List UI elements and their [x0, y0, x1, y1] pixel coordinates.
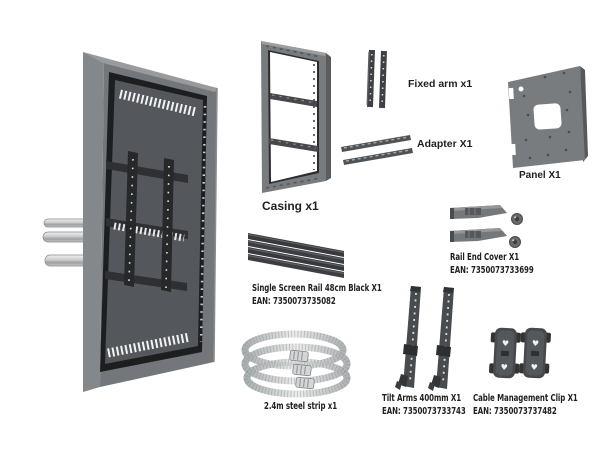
tilt-arms-name: Tilt Arms 400mm X1 — [382, 393, 462, 404]
tilt-arms-label: Tilt Arms 400mm X1 EAN: 7350073733743 — [382, 392, 466, 418]
single-screen-rail-name: Single Screen Rail 48cm Black X1 — [252, 283, 382, 294]
rail-end-cover-name: Rail End Cover X1 — [450, 252, 520, 263]
casing-label: Casing x1 — [262, 199, 319, 213]
cable-clip-ean: EAN: 7350073737482 — [473, 406, 557, 417]
single-screen-rail-label: Single Screen Rail 48cm Black X1 EAN: 73… — [252, 282, 382, 308]
cable-clip-name: Cable Management Clip X1 — [473, 393, 578, 404]
cable-clip-graphic — [488, 327, 552, 379]
cable-clip-label: Cable Management Clip X1 EAN: 7350073737… — [473, 392, 578, 418]
tilt-arms-graphic — [394, 285, 455, 392]
adapter-label: Adapter X1 — [417, 138, 473, 150]
single-screen-rail-graphic — [247, 233, 345, 278]
casing-graphic — [261, 41, 331, 193]
rail-end-cover-ean: EAN: 7350073733699 — [450, 265, 534, 276]
fixed-arm-graphic — [366, 49, 387, 109]
rail-end-cover-graphic — [449, 204, 523, 248]
panel-graphic — [508, 66, 588, 168]
adapter-graphic — [341, 135, 413, 165]
panel-label: Panel X1 — [519, 170, 561, 181]
single-screen-rail-ean: EAN: 7350073735082 — [252, 296, 336, 307]
main-casing-graphic — [42, 52, 218, 392]
rail-end-cover-label: Rail End Cover X1 EAN: 7350073733699 — [450, 251, 534, 277]
fixed-arm-label: Fixed arm x1 — [408, 78, 473, 90]
steel-strip-label: 2.4m steel strip x1 — [264, 401, 338, 412]
hose-clamp-graphic — [289, 349, 315, 390]
steel-strip-graphic — [241, 330, 351, 398]
tilt-arms-ean: EAN: 7350073733743 — [382, 406, 466, 417]
